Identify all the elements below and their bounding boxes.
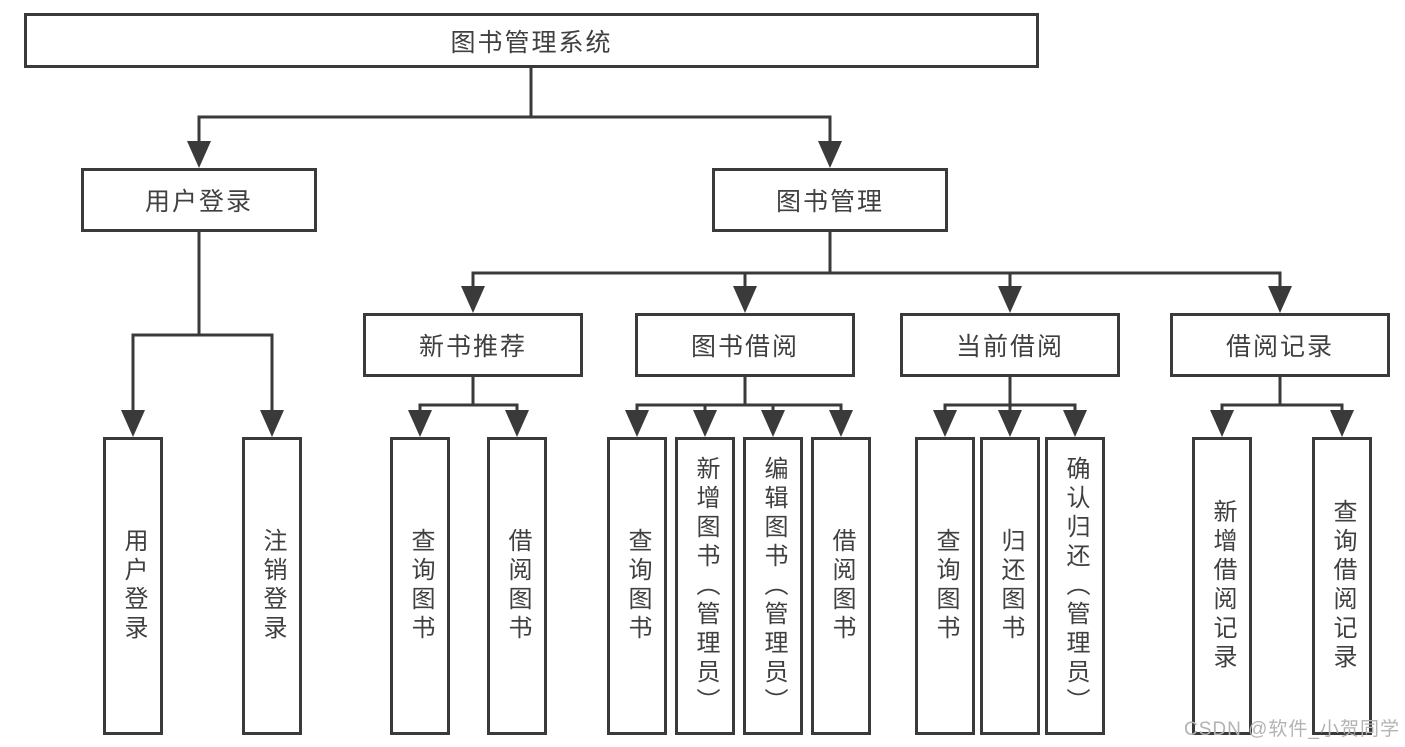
node-label: 借阅图书 — [828, 528, 855, 644]
arrowhead-icons — [121, 141, 1354, 437]
node-label: 注销登录 — [259, 528, 286, 644]
node-label: 用户登录 — [120, 528, 147, 644]
node-book-borrowing: 图书借阅 — [635, 313, 855, 377]
leaf-add-books-admin: 新增图书（管理员） — [675, 437, 735, 735]
leaf-return-books: 归还图书 — [980, 437, 1040, 735]
leaf-edit-books-admin: 编辑图书（管理员） — [743, 437, 803, 735]
node-new-book-recommend: 新书推荐 — [363, 313, 583, 377]
node-book-management: 图书管理 — [712, 168, 948, 232]
node-user-login: 用户登录 — [81, 168, 317, 232]
leaf-borrow-books-recommend: 借阅图书 — [487, 437, 547, 735]
node-borrowing-records: 借阅记录 — [1170, 313, 1390, 377]
leaf-query-books-borrow: 查询图书 — [607, 437, 667, 735]
node-label: 查询图书 — [932, 528, 959, 644]
node-label: 查询借阅记录 — [1329, 499, 1356, 673]
node-label: 借阅记录 — [1225, 333, 1334, 361]
node-label: 新增借阅记录 — [1209, 499, 1236, 673]
node-library-management-system: 图书管理系统 — [24, 13, 1039, 68]
node-label: 借阅图书 — [504, 528, 531, 644]
node-label: 确认归还（管理员） — [1062, 455, 1089, 717]
leaf-logout-login: 注销登录 — [242, 437, 302, 735]
node-label: 图书管理系统 — [450, 28, 613, 57]
node-label: 图书借阅 — [690, 333, 799, 361]
node-label: 图书管理 — [775, 188, 884, 216]
leaf-query-borrow-record: 查询借阅记录 — [1312, 437, 1372, 735]
leaf-query-books-current: 查询图书 — [915, 437, 975, 735]
node-label: 新书推荐 — [418, 333, 527, 361]
leaf-borrow-books: 借阅图书 — [811, 437, 871, 735]
leaf-confirm-return-admin: 确认归还（管理员） — [1045, 437, 1105, 735]
node-label: 新增图书（管理员） — [692, 455, 719, 717]
node-current-borrowing: 当前借阅 — [900, 313, 1120, 377]
leaf-query-books-recommend: 查询图书 — [390, 437, 450, 735]
node-label: 查询图书 — [624, 528, 651, 644]
leaf-user-login: 用户登录 — [103, 437, 163, 735]
node-label: 当前借阅 — [955, 333, 1064, 361]
leaf-add-borrow-record: 新增借阅记录 — [1192, 437, 1252, 735]
node-label: 编辑图书（管理员） — [760, 455, 787, 717]
node-label: 归还图书 — [997, 528, 1024, 644]
node-label: 用户登录 — [144, 188, 253, 216]
node-label: 查询图书 — [407, 528, 434, 644]
csdn-watermark: CSDN @软件_小贺同学 — [1184, 719, 1400, 740]
